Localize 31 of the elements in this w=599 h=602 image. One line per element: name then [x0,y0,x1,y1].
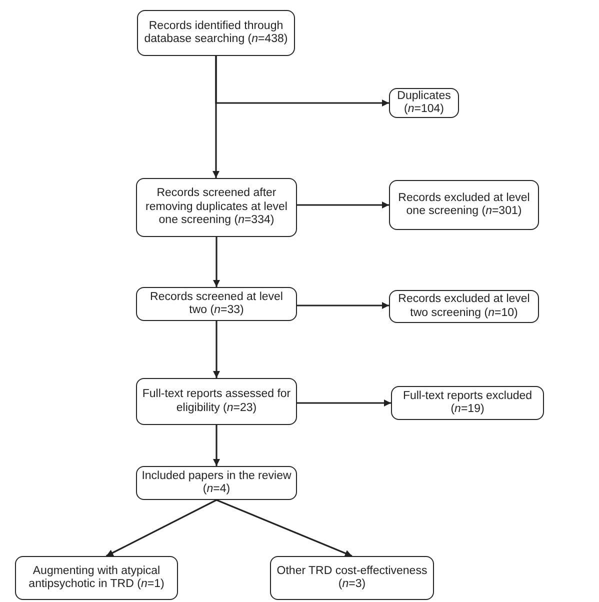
process-box [391,386,544,420]
process-box [136,466,297,500]
process-box [389,290,539,323]
box-text: Full-text reports assessed for eligibility (n=23) [141,388,292,415]
box-text: Duplicates (n=104) [396,90,452,116]
arrow [213,237,220,287]
arrow [297,400,391,406]
box-text: Records excluded at level one screening (n=301) [397,192,531,218]
arrow [106,499,217,557]
process-box [15,556,178,600]
process-box [136,378,297,425]
process-box [136,287,297,321]
box-text: Other TRD cost-effectiveness (n=3) [276,564,428,592]
arrow [212,56,220,178]
process-box [389,180,539,230]
process-box [136,178,297,237]
box-text: Full-text reports excluded (n=19) [402,390,534,416]
process-box [137,10,295,56]
arrow [216,499,352,557]
box-text: Records screened after removing duplicates at level one screening (n=334) [144,187,288,228]
box-text: Records identified through database searching (n=438) [143,20,289,46]
box-text: Records excluded at level two screening (n=10) [397,293,531,320]
process-box [389,88,459,118]
arrow [297,202,389,208]
arrow [213,425,220,466]
box-text: Records screened at level two (n=33) [149,290,284,318]
arrow [213,321,220,378]
process-box [270,556,434,600]
arrow [297,302,389,309]
box-text: Included papers in the review (n=4) [140,470,292,496]
box-text: Augmenting with atypical antipsychotic in TRD (n=1) [28,564,166,592]
